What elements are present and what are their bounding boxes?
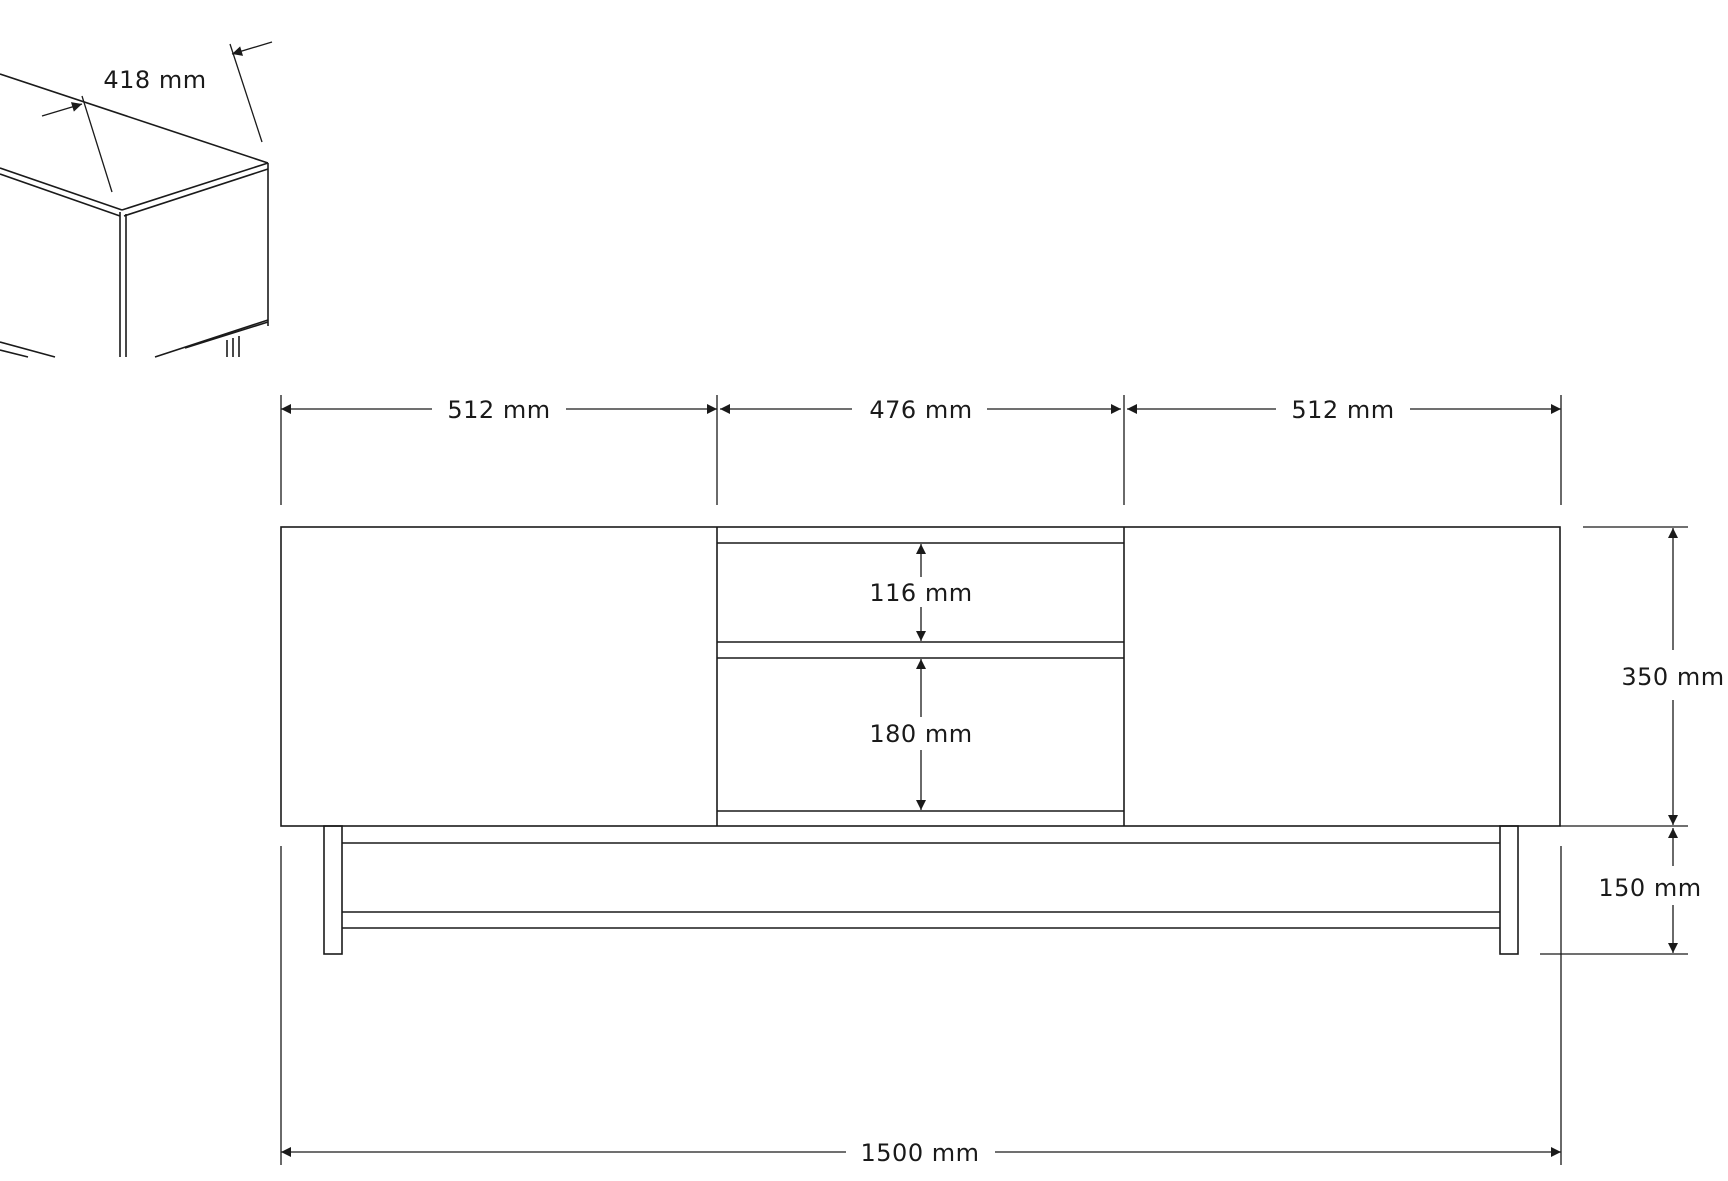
total-width-label: 1500 mm [861,1139,980,1167]
front-view [280,526,1561,955]
width-dimensions: 512 mm 476 mm 512 mm [280,395,1562,505]
upper-shelf-height-label: 116 mm [869,579,972,607]
depth-label: 418 mm [103,66,206,94]
left-section-width-label: 512 mm [447,396,550,424]
total-width-dimension: 1500 mm [280,846,1562,1167]
leg-height-label: 150 mm [1598,874,1701,902]
lower-shelf-height-label: 180 mm [869,720,972,748]
right-section-width-label: 512 mm [1291,396,1394,424]
middle-section-width-label: 476 mm [869,396,972,424]
height-dimensions: 350 mm 150 mm [1540,526,1724,955]
body-height-label: 350 mm [1621,663,1724,691]
isometric-detail: 418 mm [0,41,273,358]
shelf-dimensions: 116 mm 180 mm [869,544,972,810]
